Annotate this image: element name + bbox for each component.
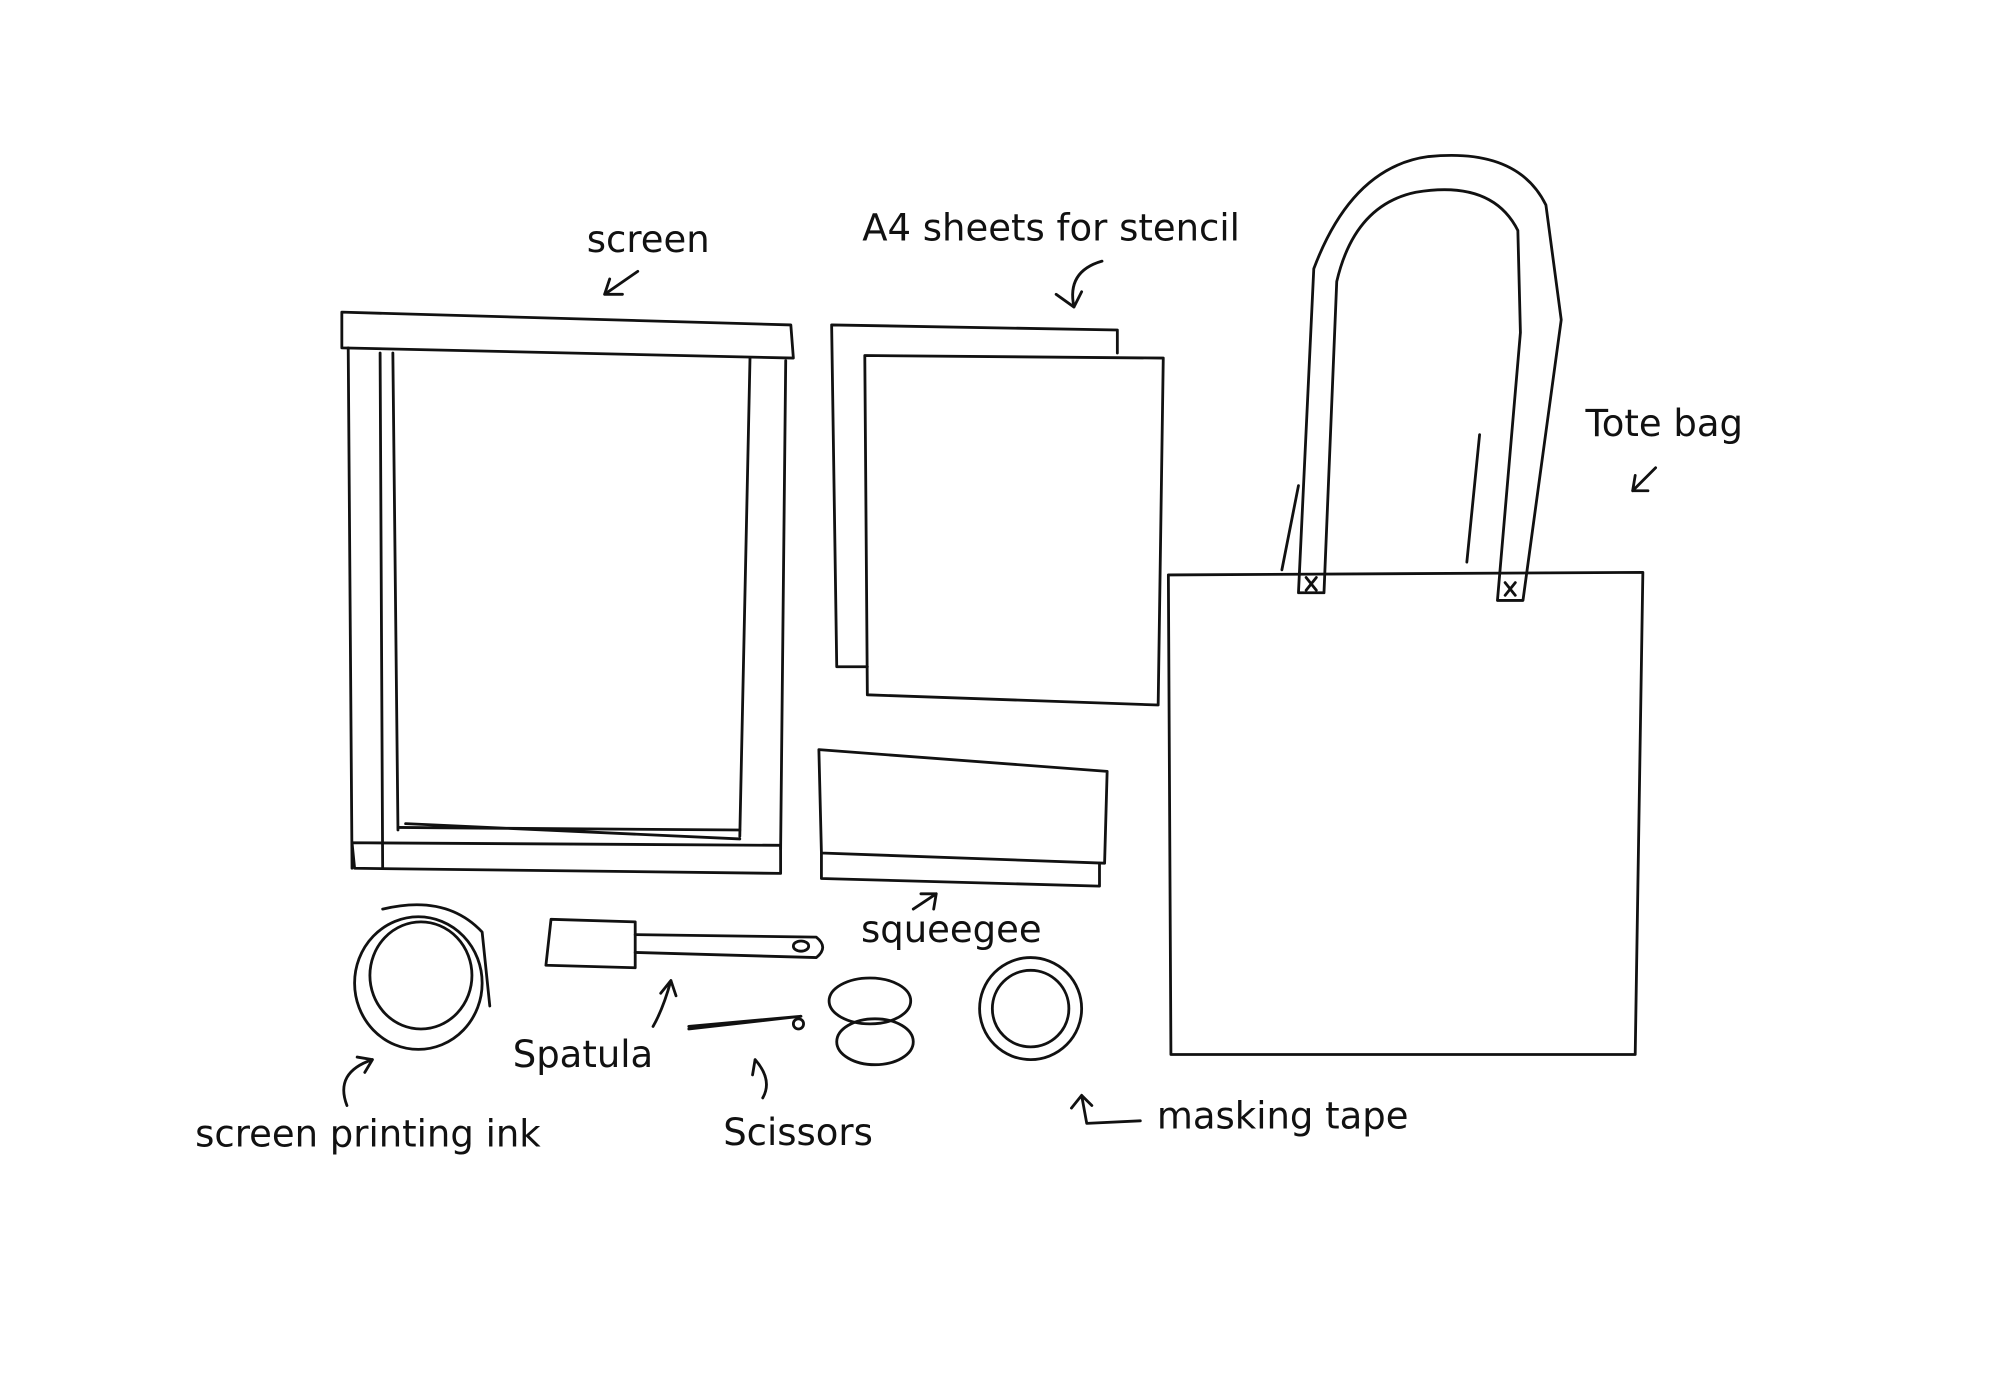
annotation-arrows: [342, 259, 1658, 1125]
label-spatula: Spatula: [513, 1033, 653, 1076]
spatula-drawing: [544, 917, 825, 970]
a4-sheets-drawing: [830, 323, 1165, 707]
label-tote-bag: Tote bag: [1584, 402, 1743, 445]
label-scissors: Scissors: [723, 1111, 873, 1154]
label-masking-tape: masking tape: [1157, 1094, 1409, 1137]
screen-drawing: [340, 310, 795, 875]
label-squeegee: squeegee: [861, 908, 1042, 951]
masking-tape-drawing: [978, 956, 1084, 1062]
label-screen: screen: [587, 218, 710, 261]
ink-tin-drawing: [353, 903, 492, 1051]
scissors-drawing: [687, 976, 915, 1067]
label-a4-sheets: A4 sheets for stencil: [862, 207, 1240, 250]
label-screen-printing-ink: screen printing ink: [195, 1112, 541, 1155]
tote-bag-drawing: [1166, 153, 1645, 1056]
squeegee-drawing: [817, 748, 1109, 888]
